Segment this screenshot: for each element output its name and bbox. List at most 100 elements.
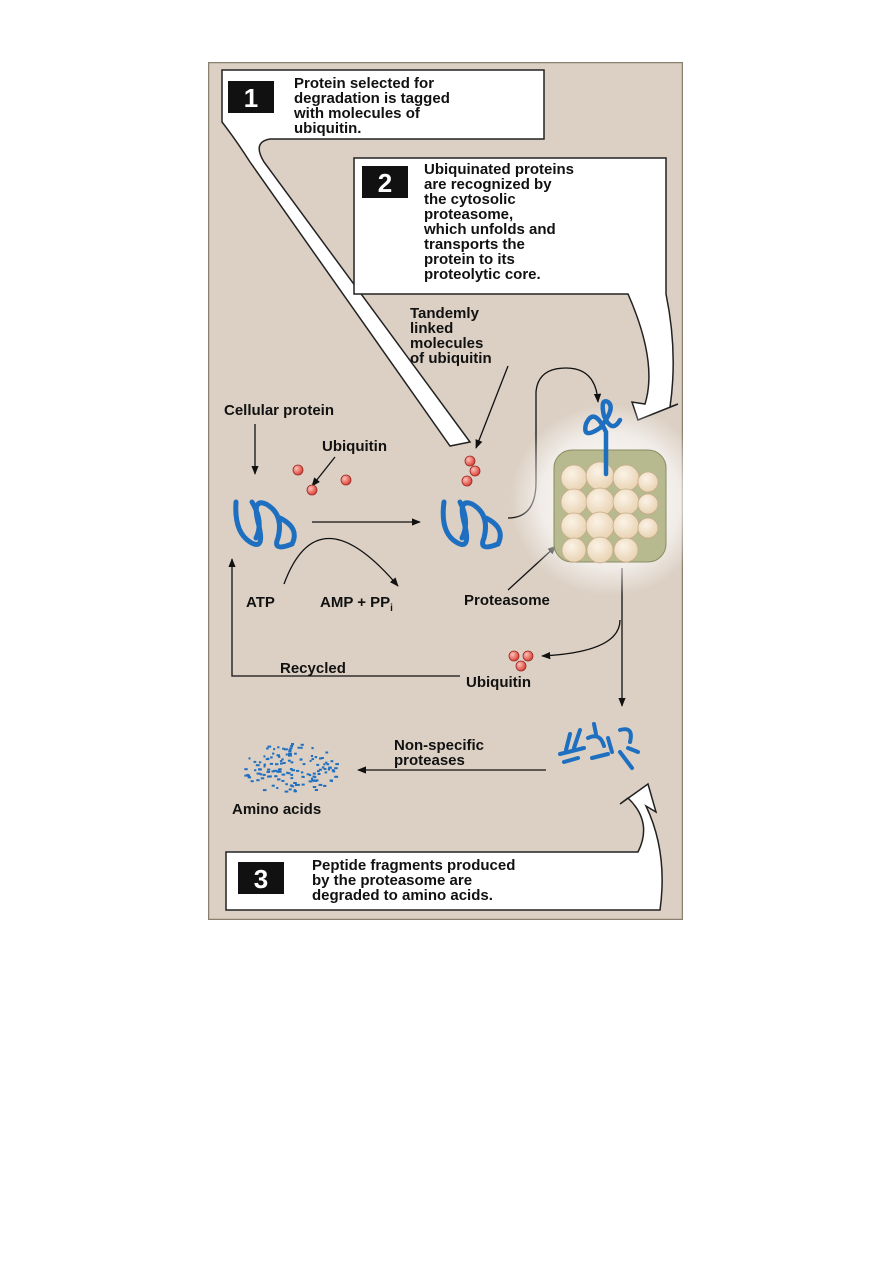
tandem-ubiquitin [469,465,481,477]
amino-acid-dot [282,747,285,750]
step-2-line-5: which unfolds and [423,221,556,238]
amino-acid-dot [273,748,276,751]
tandem-ubiquitin [461,475,473,487]
amino-acid-dot [282,762,286,764]
amino-acid-dot [301,783,305,786]
amino-acid-dot [266,747,269,750]
amino-acid-dot [335,763,339,766]
amino-acid-dot [273,769,277,772]
amino-acid-dot [300,771,304,774]
amino-acid-dot [259,773,263,776]
amino-acid-dot [263,763,266,766]
amino-acid-dot [316,763,320,766]
ubiquitin-recycled-label: Ubiquitin [466,674,531,691]
amino-acid-dot [317,773,321,775]
amino-acid-dot [285,753,288,756]
amino-acid-dot [312,786,317,788]
amino-acid-dot [310,777,314,780]
amino-acid-dot [255,764,260,767]
amino-acid-dot [254,769,257,772]
ubiquitin-molecule [340,474,352,486]
atp-amp-arc [283,537,399,587]
atp-label: ATP [246,594,275,611]
amino-acid-dot [277,768,281,771]
amino-acid-dot [318,768,322,771]
amino-acid-dot [288,750,292,753]
step-1-line-4: ubiquitin. [294,120,361,137]
amino-acid-dot [308,780,313,783]
amino-acid-dot [285,783,288,786]
ubiquitin-release-arrow [541,619,621,660]
amino-acid-dot [293,782,297,784]
amino-acid-dot [284,790,289,793]
amino-acid-dot [297,746,300,749]
recycled-ubiquitin [508,650,534,672]
amino-acids-cloud [244,743,339,793]
step-3-number-box [238,862,284,894]
amino-acid-dot [323,768,327,770]
tandemly-linked-label-3: molecules [410,335,483,352]
amino-acid-dot [330,780,333,782]
amino-acid-dot [327,768,330,771]
peptide-fragments [558,722,640,770]
free-ubiquitin [292,464,352,496]
amp-pp-label: AMP + PPi [320,594,393,614]
non-specific-label-2: proteases [394,752,465,769]
amino-acid-dot [326,763,330,766]
amino-acid-dot [262,789,267,792]
amino-acid-dot [314,756,318,759]
amino-acid-dot [290,777,294,780]
amino-acid-dot [276,754,280,757]
amino-acid-dot [260,777,265,780]
step-2-line-3: the cytosolic [424,191,516,208]
amino-acid-dot [306,773,310,776]
amino-acid-dot [319,757,322,760]
amino-acid-dot [284,748,288,751]
amino-acid-dot [258,768,262,771]
amino-acid-dot [266,770,271,773]
amino-acid-dot [267,768,271,771]
amino-acid-dot [311,779,316,782]
step-1-line-2: degradation is tagged [294,90,450,107]
amino-acid-dot [269,762,273,765]
step-3-line-1: Peptide fragments produced [312,857,515,874]
amino-acid-dot [323,763,326,766]
amino-acid-dot [263,765,266,768]
amino-acid-dot [300,746,303,749]
amino-acid-dot [290,761,294,764]
amino-acid-dot [288,754,292,757]
amino-acid-dot [276,787,279,789]
tandem-pointer-arrow [475,365,509,449]
amino-acid-dot [281,758,284,761]
amino-acid-dot [330,760,334,763]
ubiquitin-molecule [522,650,534,662]
step-2-line-7: protein to its [424,251,515,268]
amino-acid-dot [256,772,261,775]
amino-acid-dot [250,780,254,783]
tandemly-linked-label-1: Tandemly [410,305,480,322]
step-3-number: 3 [254,864,268,894]
step-3-callout: 3 Peptide fragments produced by the prot… [225,782,663,911]
amino-acid-dot [270,756,273,759]
amino-acid-dot [267,775,271,778]
amino-acid-dot [310,755,314,757]
amino-acid-dot [287,759,291,762]
amino-acid-dot [280,762,283,765]
amino-acid-dot [314,776,317,779]
amino-acid-dot [275,763,279,766]
ubiquitin-molecule [508,650,520,662]
step-3-line-3: degraded to amino acids. [312,887,493,904]
amino-acid-dot [308,774,312,777]
step-2-line-1: Ubiquinated proteins [424,161,574,178]
amino-acid-dot [312,775,316,778]
step-1-callout: 1 Protein selected for degradation is ta… [221,69,545,447]
amino-acid-dot [321,766,325,769]
amino-acid-dot [290,773,294,776]
amino-acid-dot [296,783,300,786]
amino-acid-dot [323,784,327,787]
amino-acid-dot [281,773,286,776]
step-2-line-6: transports the [424,236,525,253]
recycle-path [228,558,460,677]
amino-acid-dot [278,755,281,758]
amino-acid-dot [325,761,328,764]
